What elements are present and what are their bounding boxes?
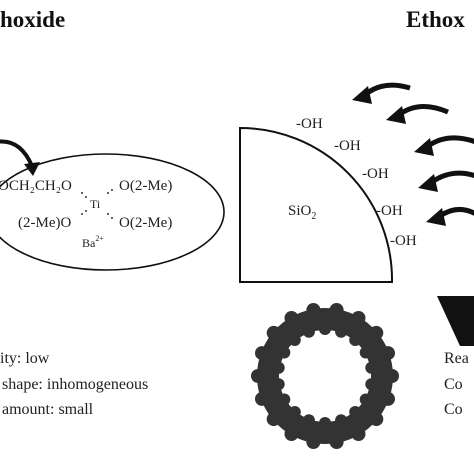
coating-bump	[369, 325, 384, 340]
left-property-3: amount: small	[2, 401, 94, 418]
left-property-2: shape: inhomogeneous	[2, 376, 148, 393]
coating-bump	[385, 369, 399, 383]
coating-bump	[266, 412, 281, 427]
hydroxyl-2: -OH	[334, 138, 361, 154]
coating-bump	[351, 311, 366, 325]
arrowhead-5	[426, 208, 446, 226]
bond-dot	[111, 217, 113, 219]
down-arrow	[437, 296, 474, 346]
approach-arrowheads	[352, 86, 446, 226]
sio2-particle	[239, 126, 394, 283]
left-heading: hoxide	[0, 7, 65, 32]
coating-bump	[288, 334, 301, 346]
coating-bump	[349, 406, 362, 418]
bond-dot	[107, 213, 109, 215]
right-property-2: Co	[444, 376, 463, 393]
left-reaction-arrow	[0, 139, 34, 167]
ligand-right-top: O(2-Me)	[119, 178, 172, 194]
approach-arrow-4	[430, 170, 474, 185]
center-atom: Ti	[90, 197, 101, 211]
arrowhead-3	[414, 138, 434, 156]
bond-dot	[81, 192, 83, 194]
coating-bump	[251, 369, 265, 383]
right-property-3: Co	[444, 401, 463, 418]
arrowhead-1	[352, 86, 372, 104]
coating-bump	[306, 303, 321, 317]
coating-bump	[359, 346, 372, 359]
coating-bump	[278, 346, 291, 359]
coating-bump	[335, 325, 348, 338]
coating-bump	[255, 391, 269, 406]
counter-ion: Ba2+	[82, 234, 104, 250]
left-property-1: ity: low	[0, 350, 50, 367]
approach-arrow-5	[438, 207, 474, 219]
right-heading: Ethox	[406, 7, 465, 32]
sio2-label-subscript: 2	[311, 211, 316, 222]
complex-ellipse	[0, 153, 225, 271]
coating-bump	[335, 414, 348, 427]
arrowhead-2	[386, 106, 406, 124]
coating-bump	[302, 325, 315, 338]
bond-dot	[85, 210, 87, 212]
counter-ion-charge: 2+	[95, 234, 104, 243]
bond-dot	[85, 196, 87, 198]
approach-arrow-1	[364, 82, 411, 97]
counter-ion-symbol: Ba	[82, 236, 96, 250]
hydroxyl-4: -OH	[376, 203, 403, 219]
coating-bump	[278, 393, 291, 406]
hydroxyl-5: -OH	[390, 233, 417, 249]
coating-bump	[255, 346, 269, 361]
sio2-label: SiO2	[288, 203, 316, 222]
approach-arrow-3	[426, 135, 474, 149]
coating-bump	[266, 325, 281, 340]
hydroxyl-1: -OH	[296, 116, 323, 132]
coating-bump	[329, 435, 344, 449]
bond-dot	[81, 213, 83, 215]
coated-particle	[251, 303, 399, 449]
coating-bumps	[251, 303, 399, 449]
ligand-top: OCH₂CH₂O	[0, 178, 72, 194]
approach-arrow-2	[398, 104, 449, 117]
coating-bump	[349, 334, 362, 346]
coating-bump	[284, 311, 299, 325]
coating-bump	[319, 417, 331, 429]
coating-bump	[381, 346, 395, 361]
coating-bump	[369, 412, 384, 427]
right-property-1: Rea	[444, 350, 469, 367]
hydroxyl-3: -OH	[362, 166, 389, 182]
coating-bump	[365, 361, 378, 374]
coating-bump	[351, 427, 366, 441]
coating-bump	[302, 414, 315, 427]
coating-ring	[257, 308, 393, 444]
coating-bump	[306, 435, 321, 449]
coating-bump	[284, 427, 299, 441]
coating-bump	[381, 391, 395, 406]
bond-dot	[111, 189, 113, 191]
coating-bump	[365, 378, 378, 391]
ligand-right-bottom: O(2-Me)	[119, 215, 172, 231]
coating-bump	[272, 378, 285, 391]
coating-bump	[319, 323, 331, 335]
coating-bump	[359, 393, 372, 406]
bond-dots	[81, 189, 113, 219]
sio2-label-main: SiO	[288, 203, 312, 219]
coating-bump	[329, 303, 344, 317]
coating-bump	[272, 361, 285, 374]
ligand-left-bottom: (2-Me)O	[18, 215, 71, 231]
bond-dot	[107, 192, 109, 194]
arrowhead-4	[418, 174, 438, 192]
coating-bump	[288, 406, 301, 418]
